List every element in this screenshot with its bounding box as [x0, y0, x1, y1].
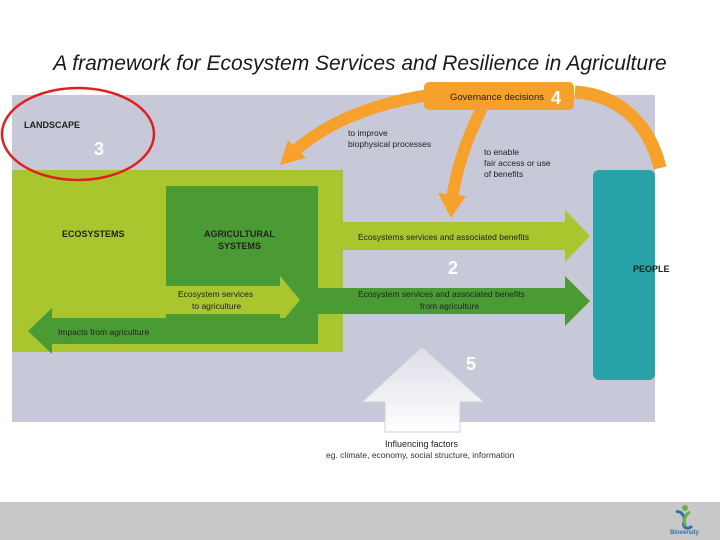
people-label: PEOPLE [633, 264, 670, 274]
people-number: 1 [683, 188, 693, 208]
highlight-ellipse [0, 86, 156, 182]
governance-number: 4 [551, 88, 561, 108]
ecosystems-label: ECOSYSTEMS [62, 229, 125, 239]
enable-arrow [446, 105, 488, 201]
bioversity-logo: Bioversity [666, 502, 702, 540]
bioversity-logo-icon: Bioversity [670, 505, 700, 536]
influencing-number: 5 [466, 354, 476, 374]
enable-line-1: to enable [484, 147, 519, 157]
logo-text: Bioversity [670, 530, 700, 536]
number-2: 2 [448, 258, 458, 278]
agricultural-label-2: SYSTEMS [218, 241, 261, 251]
influencing-up-arrow [360, 346, 486, 433]
agri-services-arrow [300, 276, 590, 326]
improve-line-2: biophysical processes [348, 139, 431, 149]
governance-arrow-right [574, 85, 667, 170]
governance-box [424, 82, 574, 110]
services-to-agri-label-1: Ecosystem services [178, 289, 253, 299]
ecosystem-services-arrow [318, 210, 590, 262]
agri-services-label-1: Ecosystem services and associated benefi… [358, 289, 525, 299]
agricultural-label-1: AGRICULTURAL [204, 229, 275, 239]
improve-line-1: to improve [348, 128, 388, 138]
enable-arrow-head [438, 193, 466, 218]
improve-arrow [292, 89, 431, 155]
influencing-detail: eg. climate, economy, social structure, … [326, 450, 515, 460]
people-block [593, 170, 655, 380]
governance-label: Governance decisions [450, 92, 544, 103]
enable-line-3: of benefits [484, 169, 523, 179]
page-title: A framework for Ecosystem Services and R… [53, 52, 667, 75]
services-to-agri-label-2: to agriculture [192, 301, 241, 311]
agri-services-label-2: from agriculture [420, 301, 479, 311]
improve-arrow-head [280, 140, 306, 165]
services-to-agriculture-arrow [166, 276, 300, 324]
landscape-number: 3 [94, 139, 104, 159]
influencing-label: Influencing factors [385, 439, 459, 449]
enable-line-2: fair access or use [484, 158, 551, 168]
ecosystem-services-label: Ecosystems services and associated benef… [358, 232, 529, 242]
impacts-label: Impacts from agriculture [58, 327, 149, 337]
framework-diagram: Governance decisions 4 LANDSCAPE 3 to im… [0, 82, 693, 460]
footer-bar: Bioversity [0, 502, 720, 540]
impacts-arrow [28, 308, 318, 354]
landscape-label: LANDSCAPE [24, 120, 80, 130]
